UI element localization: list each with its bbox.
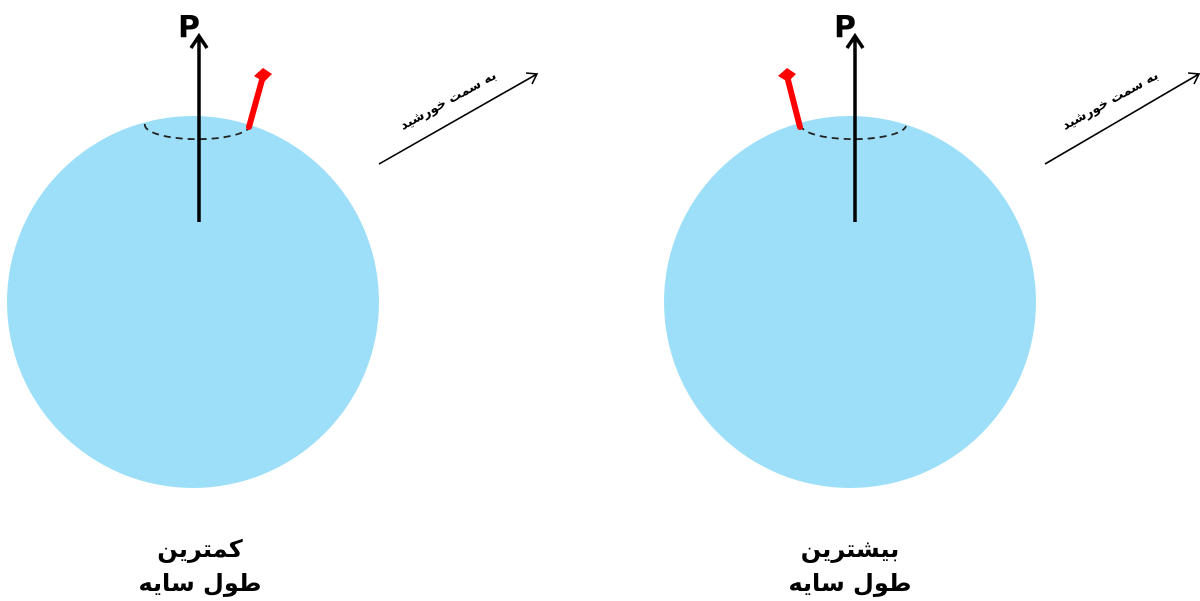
left-panel: P به سمت خورشید bbox=[7, 10, 539, 488]
caption-left-line1: کمترین bbox=[157, 535, 243, 563]
caption-left-line2: طول سایه bbox=[138, 569, 262, 597]
earth-globe-left bbox=[7, 116, 379, 488]
gnomon-flag-left bbox=[254, 68, 272, 82]
latitude-circle-right bbox=[800, 123, 907, 141]
sun-direction-arrow-right bbox=[1044, 73, 1200, 165]
gnomon-right bbox=[785, 77, 803, 130]
rotation-axis-arrowhead-left bbox=[189, 32, 209, 49]
latitude-circle-left bbox=[144, 123, 251, 141]
caption-right-line2: طول سایه bbox=[788, 569, 912, 597]
caption-left: کمترین طول سایه bbox=[80, 532, 320, 600]
pole-label-left: P bbox=[178, 10, 200, 45]
caption-right-line1: بیشترین bbox=[800, 535, 900, 563]
gnomon-left bbox=[246, 77, 265, 130]
sun-direction-arrow-left bbox=[378, 73, 538, 165]
pole-label-right: P bbox=[834, 10, 856, 45]
rotation-axis-arrowhead-right bbox=[845, 32, 865, 49]
sun-direction-arrowhead-left bbox=[525, 72, 539, 85]
gnomon-flag-right bbox=[778, 68, 796, 82]
sun-direction-arrowhead-right bbox=[1187, 72, 1200, 85]
earth-globe-right bbox=[664, 116, 1036, 488]
right-panel: P به سمت خورشید bbox=[664, 10, 1200, 488]
caption-right: بیشترین طول سایه bbox=[730, 532, 970, 600]
sun-direction-label-right: به سمت خورشید bbox=[1060, 68, 1161, 133]
